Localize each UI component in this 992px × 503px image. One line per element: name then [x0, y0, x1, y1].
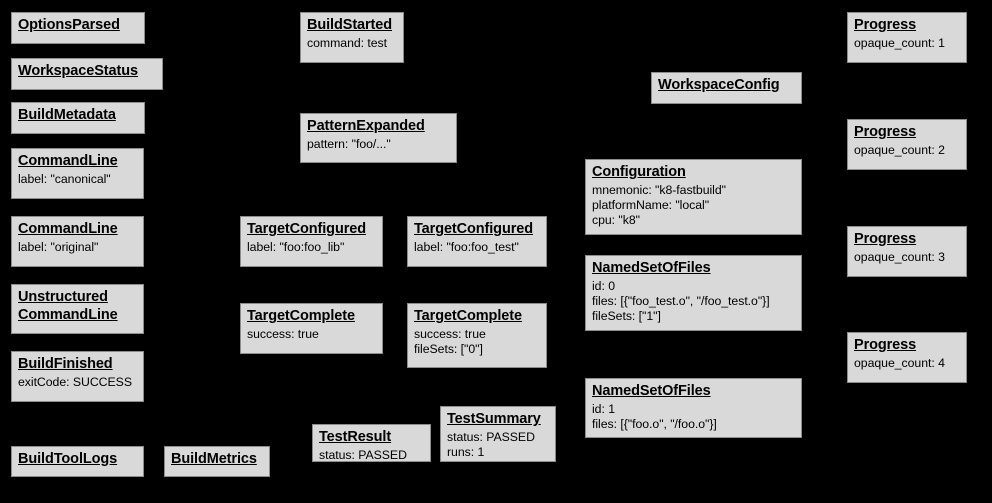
node-title: TargetComplete	[247, 308, 355, 324]
node-title: Progress	[854, 231, 917, 247]
node-target-configured-lib[interactable]: TargetConfigured label: "foo:foo_lib"	[240, 216, 383, 267]
node-field: mnemonic: "k8-fastbuild"	[592, 182, 726, 197]
node-unstructured-command-line[interactable]: Unstructured CommandLine	[11, 284, 144, 334]
node-title: BuildFinished	[18, 356, 113, 372]
node-field: exitCode: SUCCESS	[18, 374, 132, 389]
node-fields: mnemonic: "k8-fastbuild"platformName: "l…	[592, 183, 795, 228]
node-build-metrics[interactable]: BuildMetrics	[164, 446, 270, 477]
node-command-line-canonical[interactable]: CommandLine label: "canonical"	[11, 148, 144, 199]
node-field: files: [{"foo_test.o", "/foo_test.o"}]	[592, 293, 770, 308]
node-progress-2[interactable]: Progress opaque_count: 2	[847, 119, 967, 170]
node-field: label: "canonical"	[18, 171, 111, 186]
node-title: Configuration	[592, 164, 686, 180]
node-title: WorkspaceConfig	[658, 77, 780, 93]
node-fields: opaque_count: 4	[854, 356, 960, 371]
node-title: BuildToolLogs	[18, 451, 118, 467]
node-build-tool-logs[interactable]: BuildToolLogs	[11, 446, 144, 477]
node-build-finished[interactable]: BuildFinished exitCode: SUCCESS	[11, 351, 144, 402]
node-title: WorkspaceStatus	[18, 63, 138, 79]
node-field: id: 1	[592, 401, 615, 416]
node-title: TargetConfigured	[247, 221, 366, 237]
node-title: BuildMetadata	[18, 107, 116, 123]
node-fields: opaque_count: 2	[854, 143, 960, 158]
node-build-metadata[interactable]: BuildMetadata	[11, 102, 145, 134]
node-fields: success: true	[247, 327, 376, 342]
node-options-parsed[interactable]: OptionsParsed	[11, 12, 145, 44]
node-field: pattern: "foo/..."	[307, 136, 391, 151]
node-field: success: true	[414, 326, 486, 341]
node-test-result[interactable]: TestResult status: PASSED	[312, 424, 431, 462]
node-pattern-expanded[interactable]: PatternExpanded pattern: "foo/..."	[300, 113, 457, 163]
node-field: label: "original"	[18, 239, 99, 254]
node-title: NamedSetOfFiles	[592, 260, 711, 276]
node-fields: opaque_count: 1	[854, 36, 960, 51]
node-fields: label: "original"	[18, 240, 137, 255]
node-command-line-original[interactable]: CommandLine label: "original"	[11, 216, 144, 267]
node-progress-1[interactable]: Progress opaque_count: 1	[847, 12, 967, 63]
node-title: BuildMetrics	[171, 451, 257, 467]
node-title: CommandLine	[18, 153, 118, 169]
node-fields: label: "canonical"	[18, 172, 137, 187]
node-field: label: "foo:foo_lib"	[247, 239, 345, 254]
node-field: opaque_count: 1	[854, 35, 945, 50]
node-field: opaque_count: 3	[854, 249, 945, 264]
node-fields: command: test	[307, 36, 397, 51]
node-title: OptionsParsed	[18, 17, 120, 33]
node-title: TestSummary	[447, 411, 541, 427]
node-title: NamedSetOfFiles	[592, 383, 711, 399]
node-fields: opaque_count: 3	[854, 250, 960, 265]
node-title: CommandLine	[18, 221, 118, 237]
node-field: files: [{"foo.o", "/foo.o"}]	[592, 416, 717, 431]
node-field: opaque_count: 2	[854, 142, 945, 157]
node-title: Progress	[854, 17, 917, 33]
node-fields: label: "foo:foo_test"	[414, 240, 540, 255]
node-configuration[interactable]: Configuration mnemonic: "k8-fastbuild"pla…	[585, 159, 802, 235]
node-title: BuildStarted	[307, 17, 393, 33]
node-title: TargetConfigured	[414, 221, 533, 237]
node-target-configured-test[interactable]: TargetConfigured label: "foo:foo_test"	[407, 216, 547, 267]
node-field: platformName: "local"	[592, 197, 710, 212]
node-field: cpu: "k8"	[592, 212, 640, 227]
node-workspace-config[interactable]: WorkspaceConfig	[651, 72, 802, 104]
node-title: Progress	[854, 124, 917, 140]
node-title: Progress	[854, 337, 917, 353]
node-workspace-status[interactable]: WorkspaceStatus	[11, 58, 163, 90]
node-field: status: PASSED	[319, 447, 407, 462]
node-progress-3[interactable]: Progress opaque_count: 3	[847, 226, 967, 277]
node-fields: status: PASSED	[319, 448, 424, 463]
node-field: success: true	[247, 326, 319, 341]
node-build-started[interactable]: BuildStarted command: test	[300, 12, 404, 63]
node-fields: pattern: "foo/..."	[307, 137, 450, 152]
node-title: PatternExpanded	[307, 118, 425, 134]
node-fields: exitCode: SUCCESS	[18, 375, 137, 390]
node-field: id: 0	[592, 278, 615, 293]
node-title: TestResult	[319, 429, 392, 445]
node-field: fileSets: ["0"]	[414, 341, 483, 356]
node-fields: label: "foo:foo_lib"	[247, 240, 376, 255]
node-progress-4[interactable]: Progress opaque_count: 4	[847, 332, 967, 383]
node-target-complete-lib[interactable]: TargetComplete success: true	[240, 303, 383, 354]
node-field: status: PASSED	[447, 429, 535, 444]
node-field: opaque_count: 4	[854, 355, 945, 370]
node-field: fileSets: ["1"]	[592, 308, 661, 323]
node-field: runs: 1	[447, 444, 485, 459]
node-title: TargetComplete	[414, 308, 522, 324]
node-title: Unstructured CommandLine	[18, 289, 118, 323]
node-field: label: "foo:foo_test"	[414, 239, 519, 254]
node-field: command: test	[307, 35, 387, 50]
